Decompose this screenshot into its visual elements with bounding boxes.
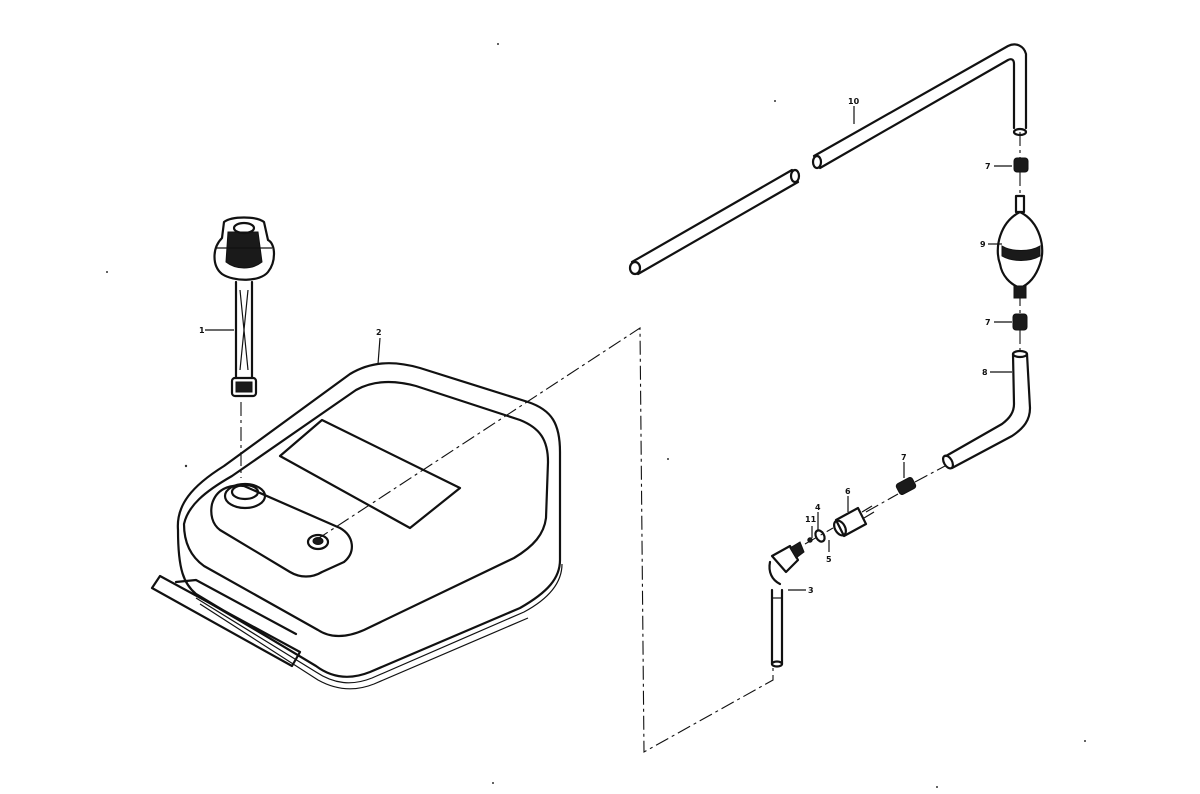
fuel-hose-short	[941, 349, 1032, 470]
fuel-gauge-assembly	[213, 216, 276, 398]
callout-4: 4	[815, 503, 821, 512]
callout-11: 11	[805, 515, 817, 524]
scan-specks	[106, 43, 1086, 788]
callout-2: 2	[376, 328, 382, 337]
callout-7-middle: 7	[985, 318, 991, 327]
callout-6: 6	[845, 487, 851, 496]
callout-8: 8	[982, 368, 988, 377]
fuel-tank	[150, 362, 563, 690]
callout-1: 1	[199, 326, 205, 335]
callout-3: 3	[808, 586, 814, 595]
pickup-tube	[768, 541, 805, 668]
callout-leaders	[205, 106, 1012, 591]
o-ring-and-washer	[807, 529, 826, 543]
callout-5: 5	[826, 555, 832, 564]
callout-numbers: 1 2 3 4 5 6 7 7 7 8 9 10 11	[199, 97, 991, 595]
hose-clamps	[895, 157, 1029, 495]
callout-7-top: 7	[985, 162, 991, 171]
callout-9: 9	[980, 240, 986, 249]
fuel-hose-long	[628, 43, 1028, 276]
callout-10: 10	[848, 97, 860, 106]
primer-bulb	[996, 194, 1044, 299]
connector-fitting	[833, 505, 875, 538]
assembly-lines	[240, 132, 1021, 753]
callout-7-lower: 7	[901, 453, 907, 462]
